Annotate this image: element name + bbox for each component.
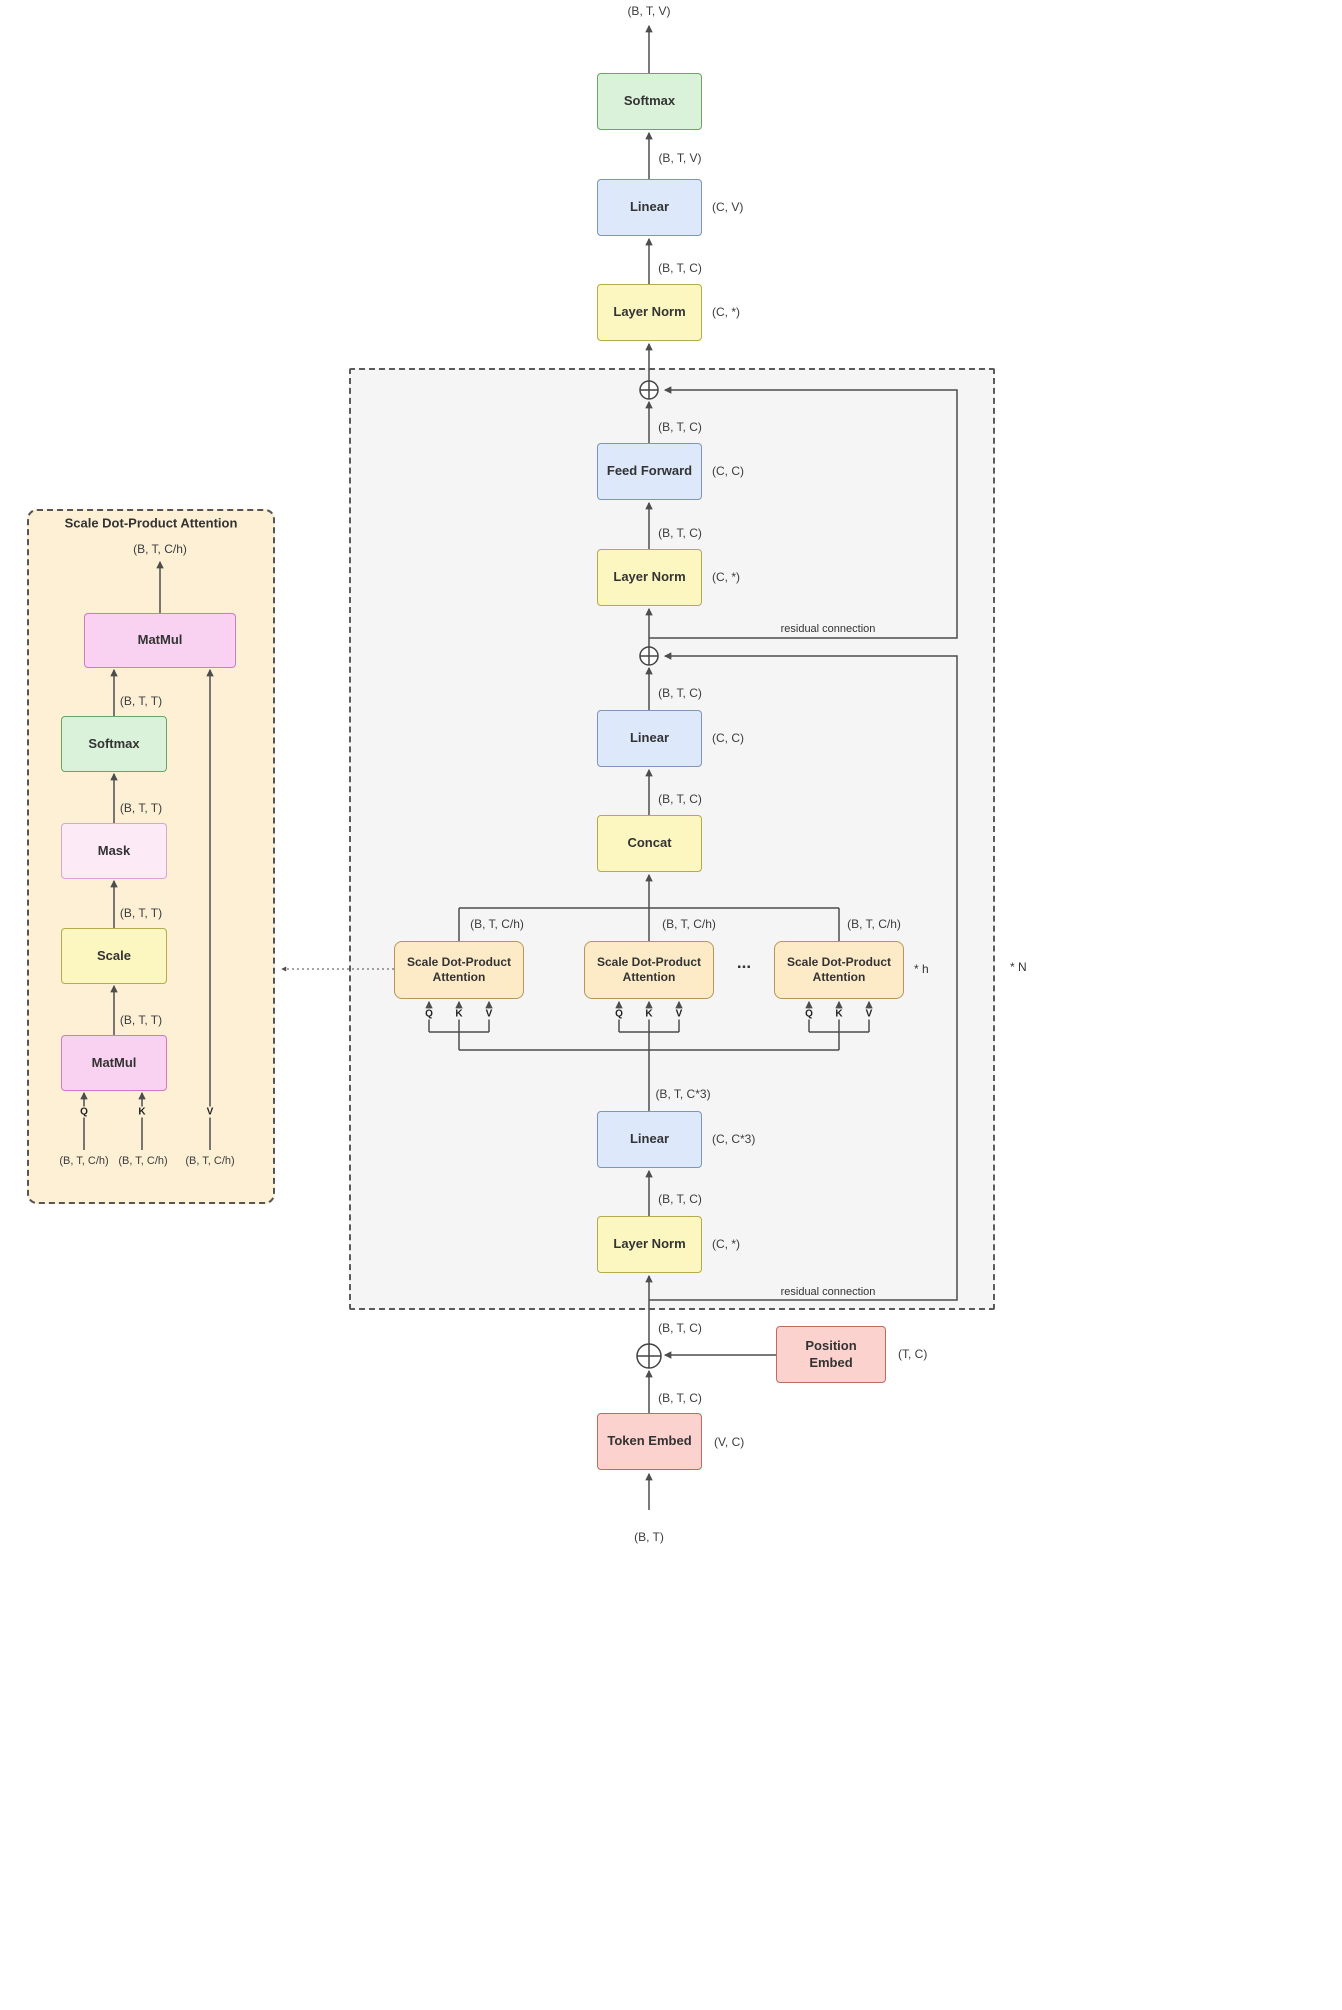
panel-matmul-top-node: MatMul [84, 613, 236, 668]
weight-layer-norm-final: (C, *) [712, 305, 740, 319]
weight-linear-head: (C, V) [712, 200, 744, 214]
panel-scale-node: Scale [61, 928, 167, 984]
residual-upper-label: residual connection [780, 623, 876, 635]
softmax-node: Softmax [597, 73, 702, 130]
layer-norm-final-node: Layer Norm [597, 284, 702, 341]
dim-head-3-out: (B, T, C/h) [847, 917, 901, 931]
panel-matmul-bottom-node: MatMul [61, 1035, 167, 1091]
dim-head-2-out: (B, T, C/h) [662, 917, 716, 931]
attention-head-1-node: Scale Dot-Product Attention [394, 941, 524, 999]
panel-v-label: V [204, 1106, 216, 1118]
feed-forward-node: Feed Forward [597, 443, 702, 500]
layer-norm-1-node: Layer Norm [597, 1216, 702, 1273]
concat-node: Concat [597, 815, 702, 872]
dim-proj-out: (B, T, C) [658, 686, 702, 700]
linear-qkv-node: Linear [597, 1111, 702, 1168]
linear-proj-node: Linear [597, 710, 702, 767]
residual-upper-wire [649, 386, 958, 639]
head-3-q-label: Q [803, 1008, 815, 1020]
weight-position-embed: (T, C) [898, 1347, 928, 1361]
panel-dim-scale-out: (B, T, T) [119, 906, 163, 920]
panel-dim-out: (B, T, C/h) [133, 542, 187, 556]
linear-head-node: Linear [597, 179, 702, 236]
layer-norm-2-node: Layer Norm [597, 549, 702, 606]
dim-head-1-out: (B, T, C/h) [470, 917, 524, 931]
residual-lower-label: residual connection [780, 1286, 876, 1298]
panel-dim-v-in: (B, T, C/h) [185, 1155, 235, 1167]
dim-token-embed-out: (B, T, C) [658, 1391, 702, 1405]
dim-input: (B, T) [634, 1530, 664, 1544]
panel-wires [80, 560, 214, 1150]
dim-softmax-in: (B, T, V) [658, 151, 702, 165]
head-1-k-label: K [453, 1008, 465, 1020]
panel-title: Scale Dot-Product Attention [64, 515, 238, 531]
weight-linear-proj: (C, C) [712, 731, 744, 745]
dim-ln1-out: (B, T, C) [658, 1192, 702, 1206]
panel-mask-node: Mask [61, 823, 167, 879]
add-nodes [636, 380, 662, 1369]
dim-qkv-out: (B, T, C*3) [655, 1087, 711, 1101]
dim-linear-head-in: (B, T, C) [658, 261, 702, 275]
panel-dim-mask-out: (B, T, T) [119, 801, 163, 815]
panel-softmax-node: Softmax [61, 716, 167, 772]
block-multiplier-label: * N [1010, 960, 1027, 974]
main-flow-wires [425, 24, 958, 1510]
residual-lower-wire [649, 652, 958, 1301]
head-1-v-label: V [483, 1008, 495, 1020]
heads-ellipsis: ... [736, 953, 752, 972]
attention-head-3-node: Scale Dot-Product Attention [774, 941, 904, 999]
position-embed-node: Position Embed [776, 1326, 886, 1383]
attention-head-2-node: Scale Dot-Product Attention [584, 941, 714, 999]
head-2-v-label: V [673, 1008, 685, 1020]
dim-concat-out: (B, T, C) [658, 792, 702, 806]
weight-layer-norm-2: (C, *) [712, 570, 740, 584]
weight-linear-qkv: (C, C*3) [712, 1132, 756, 1146]
panel-dim-k-in: (B, T, C/h) [118, 1155, 168, 1167]
panel-dim-matmul-out: (B, T, T) [119, 1013, 163, 1027]
heads-multiplier-label: * h [914, 962, 929, 976]
panel-dim-softmax-out: (B, T, T) [119, 694, 163, 708]
panel-k-label: K [136, 1106, 148, 1118]
weight-feed-forward: (C, C) [712, 464, 744, 478]
token-embed-node: Token Embed [597, 1413, 702, 1470]
dim-softmax-out: (B, T, V) [627, 4, 671, 18]
panel-q-label: Q [78, 1106, 90, 1118]
dim-ff-out: (B, T, C) [658, 420, 702, 434]
weight-token-embed: (V, C) [714, 1435, 745, 1449]
head-1-q-label: Q [423, 1008, 435, 1020]
head-2-k-label: K [643, 1008, 655, 1020]
head-3-v-label: V [863, 1008, 875, 1020]
head-2-q-label: Q [613, 1008, 625, 1020]
head-3-k-label: K [833, 1008, 845, 1020]
dim-ff-in: (B, T, C) [658, 526, 702, 540]
weight-layer-norm-1: (C, *) [712, 1237, 740, 1251]
dim-embed-sum: (B, T, C) [658, 1321, 702, 1335]
panel-dim-q-in: (B, T, C/h) [59, 1155, 109, 1167]
